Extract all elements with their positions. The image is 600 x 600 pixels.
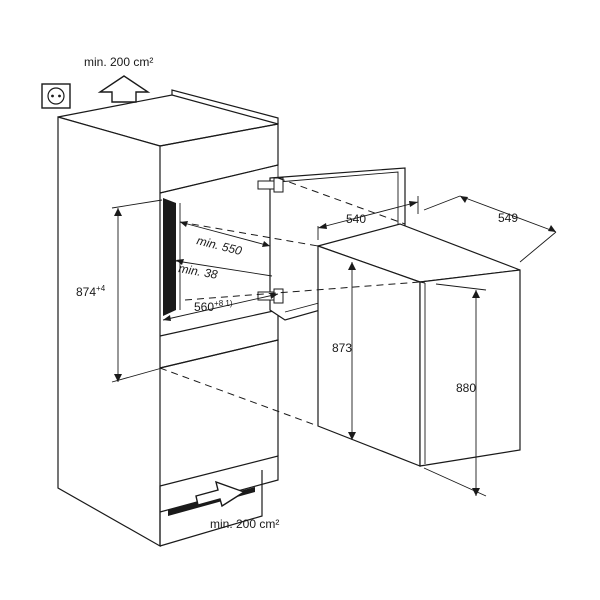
label-873: 873 (332, 341, 352, 355)
label-874: 874+4 (76, 284, 106, 299)
label-min-38: min. 38 (177, 261, 219, 282)
label-549: 549 (498, 211, 518, 225)
label-540: 540 (346, 212, 366, 226)
projection-lines (159, 177, 421, 427)
cabinet-lower-front (159, 339, 279, 456)
dim-min-550: min. 550 (179, 221, 271, 258)
plinth (159, 455, 279, 546)
appliance-door (419, 269, 521, 467)
plinth-front (159, 470, 263, 547)
dim-880: 880 (423, 283, 487, 497)
cabinet-lower-rail (159, 309, 279, 369)
label-vent-top: min. 200 cm² (84, 55, 153, 69)
label-560: 560+8 1) (194, 299, 233, 314)
cabinet-top-back-edge (171, 89, 279, 124)
airflow-up-arrow-icon (97, 75, 151, 103)
label-880: 880 (456, 381, 476, 395)
airflow-in-arrow-icon (195, 480, 246, 508)
niche-side-strip (163, 198, 176, 316)
dim-873: 873 (332, 262, 356, 440)
appliance-side (317, 245, 421, 467)
cabinet-left-side (57, 116, 161, 548)
dim-874: 874+4 (76, 199, 163, 383)
appliance (315, 223, 521, 467)
dim-549: 549 (423, 195, 557, 263)
label-vent-bottom: min. 200 cm² (210, 517, 279, 531)
dim-540: 540 (317, 196, 419, 240)
power-socket-icon (41, 83, 71, 109)
dim-560: 560+8 1) (162, 293, 279, 321)
dim-min-38: min. 38 (169, 259, 273, 282)
